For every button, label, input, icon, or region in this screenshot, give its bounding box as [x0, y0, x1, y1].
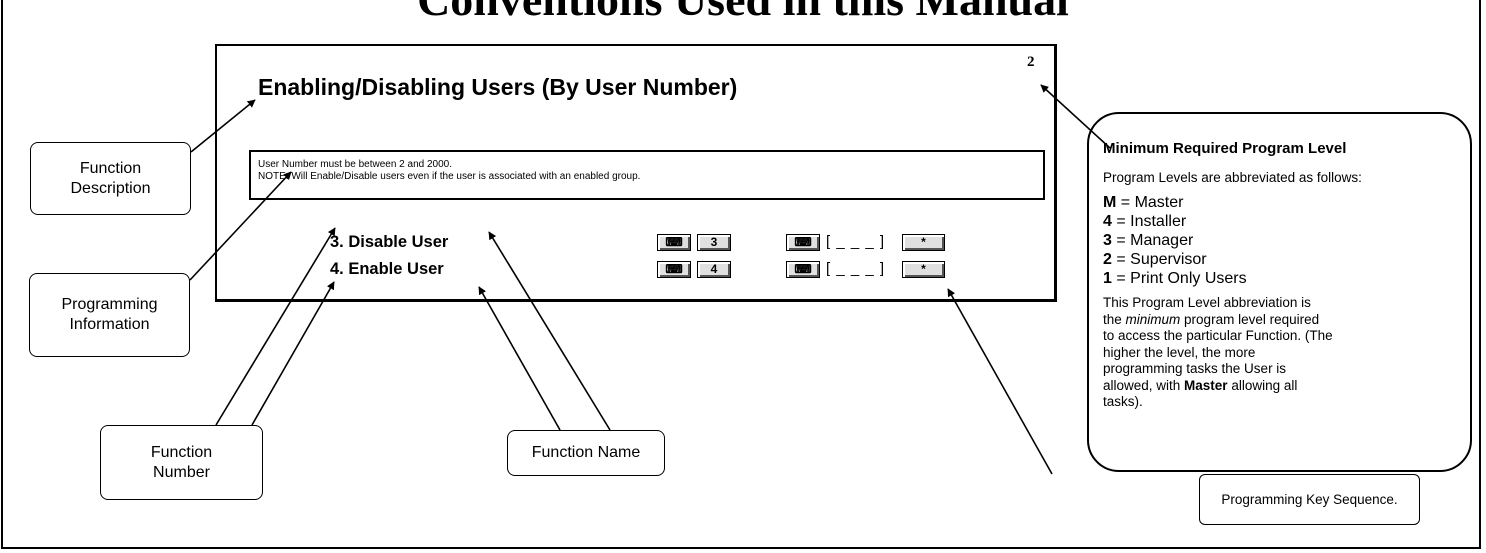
arrow-function-name	[478, 286, 561, 431]
callout-line: Function	[79, 159, 142, 177]
callout-programming-information: Programming Information	[29, 273, 190, 357]
arrow-function-name	[488, 231, 611, 431]
page-title: Conventions Used in this Manual	[0, 0, 1486, 24]
level-name: Print Only Users	[1130, 270, 1247, 287]
legend-level-item: 3 = Manager	[1103, 231, 1247, 250]
level-name: Manager	[1130, 232, 1194, 249]
level-name: Master	[1134, 194, 1184, 211]
note-text: This Program Level abbreviation is the	[1103, 295, 1311, 327]
arrow-function-number	[215, 227, 336, 426]
level-name: Installer	[1130, 213, 1187, 230]
function-example-box	[215, 44, 1057, 302]
legend-level-item: 2 = Supervisor	[1103, 250, 1247, 269]
callout-line: Programming	[61, 296, 158, 313]
arrow-programming-information	[189, 171, 292, 281]
level-sep: =	[1111, 232, 1131, 249]
function-item-label: 4. Enable User	[330, 260, 444, 278]
level-code: 1	[1103, 270, 1112, 287]
legend-level-list: M = Master 4 = Installer 3 = Manager 2 =…	[1103, 193, 1247, 288]
program-key-icon: ⌨	[786, 234, 820, 251]
info-line: NOTE: Will Enable/Disable users even if …	[258, 171, 641, 182]
arrow-program-level	[1040, 84, 1111, 149]
program-level-legend: Minimum Required Program Level Program L…	[1087, 112, 1472, 472]
level-name: Supervisor	[1130, 251, 1207, 268]
note-emphasis: minimum	[1125, 311, 1181, 327]
arrow-function-description	[190, 99, 256, 153]
programming-info-box: User Number must be between 2 and 2000. …	[249, 150, 1045, 200]
program-key-icon: ⌨	[786, 261, 820, 278]
callout-function-description: Function Description	[30, 142, 191, 215]
callout-function-number: Function Number	[100, 425, 263, 500]
callout-line: Number	[153, 463, 210, 481]
note-text: program level required to access the par…	[1103, 311, 1333, 393]
arrow-key-sequence	[947, 288, 1053, 475]
note-strong: Master	[1184, 377, 1228, 393]
legend-level-item: M = Master	[1103, 193, 1247, 212]
digit-key: 3	[697, 234, 731, 251]
callout-line: Programming Key Sequence.	[1221, 491, 1398, 507]
callout-programming-key-sequence: Programming Key Sequence.	[1199, 474, 1420, 525]
legend-level-item: 1 = Print Only Users	[1103, 269, 1247, 288]
level-code: M	[1103, 194, 1117, 211]
legend-note: This Program Level abbreviation is the m…	[1103, 295, 1333, 411]
arrow-function-number	[251, 281, 335, 426]
program-key-icon: ⌨	[657, 261, 691, 278]
callout-line: Information	[69, 316, 150, 333]
star-key: *	[902, 261, 945, 278]
level-sep: =	[1116, 194, 1135, 211]
level-sep: =	[1111, 213, 1131, 230]
callout-line: Function Name	[531, 444, 641, 461]
level-sep: =	[1111, 251, 1131, 268]
info-line: User Number must be between 2 and 2000.	[258, 159, 452, 170]
level-sep: =	[1111, 270, 1131, 287]
level-code: 4	[1103, 213, 1112, 230]
program-level-number: 2	[1027, 54, 1035, 70]
callout-line: Function	[150, 443, 213, 461]
level-code: 2	[1103, 251, 1112, 268]
star-key: *	[902, 234, 945, 251]
callout-line: Description	[70, 179, 151, 197]
note-text: allowing all tasks).	[1103, 377, 1298, 410]
program-key-icon: ⌨	[657, 234, 691, 251]
legend-level-item: 4 = Installer	[1103, 212, 1247, 231]
level-code: 3	[1103, 232, 1112, 249]
entry-slot: [ _ _ _ ]	[826, 260, 886, 277]
legend-intro: Program Levels are abbreviated as follow…	[1103, 170, 1362, 185]
legend-title: Minimum Required Program Level	[1103, 140, 1347, 157]
function-item-label: 3. Disable User	[330, 233, 449, 251]
function-title: Enabling/Disabling Users (By User Number…	[258, 74, 738, 100]
callout-function-name: Function Name	[507, 430, 665, 476]
entry-slot: [ _ _ _ ]	[826, 233, 886, 250]
digit-key: 4	[697, 261, 731, 278]
